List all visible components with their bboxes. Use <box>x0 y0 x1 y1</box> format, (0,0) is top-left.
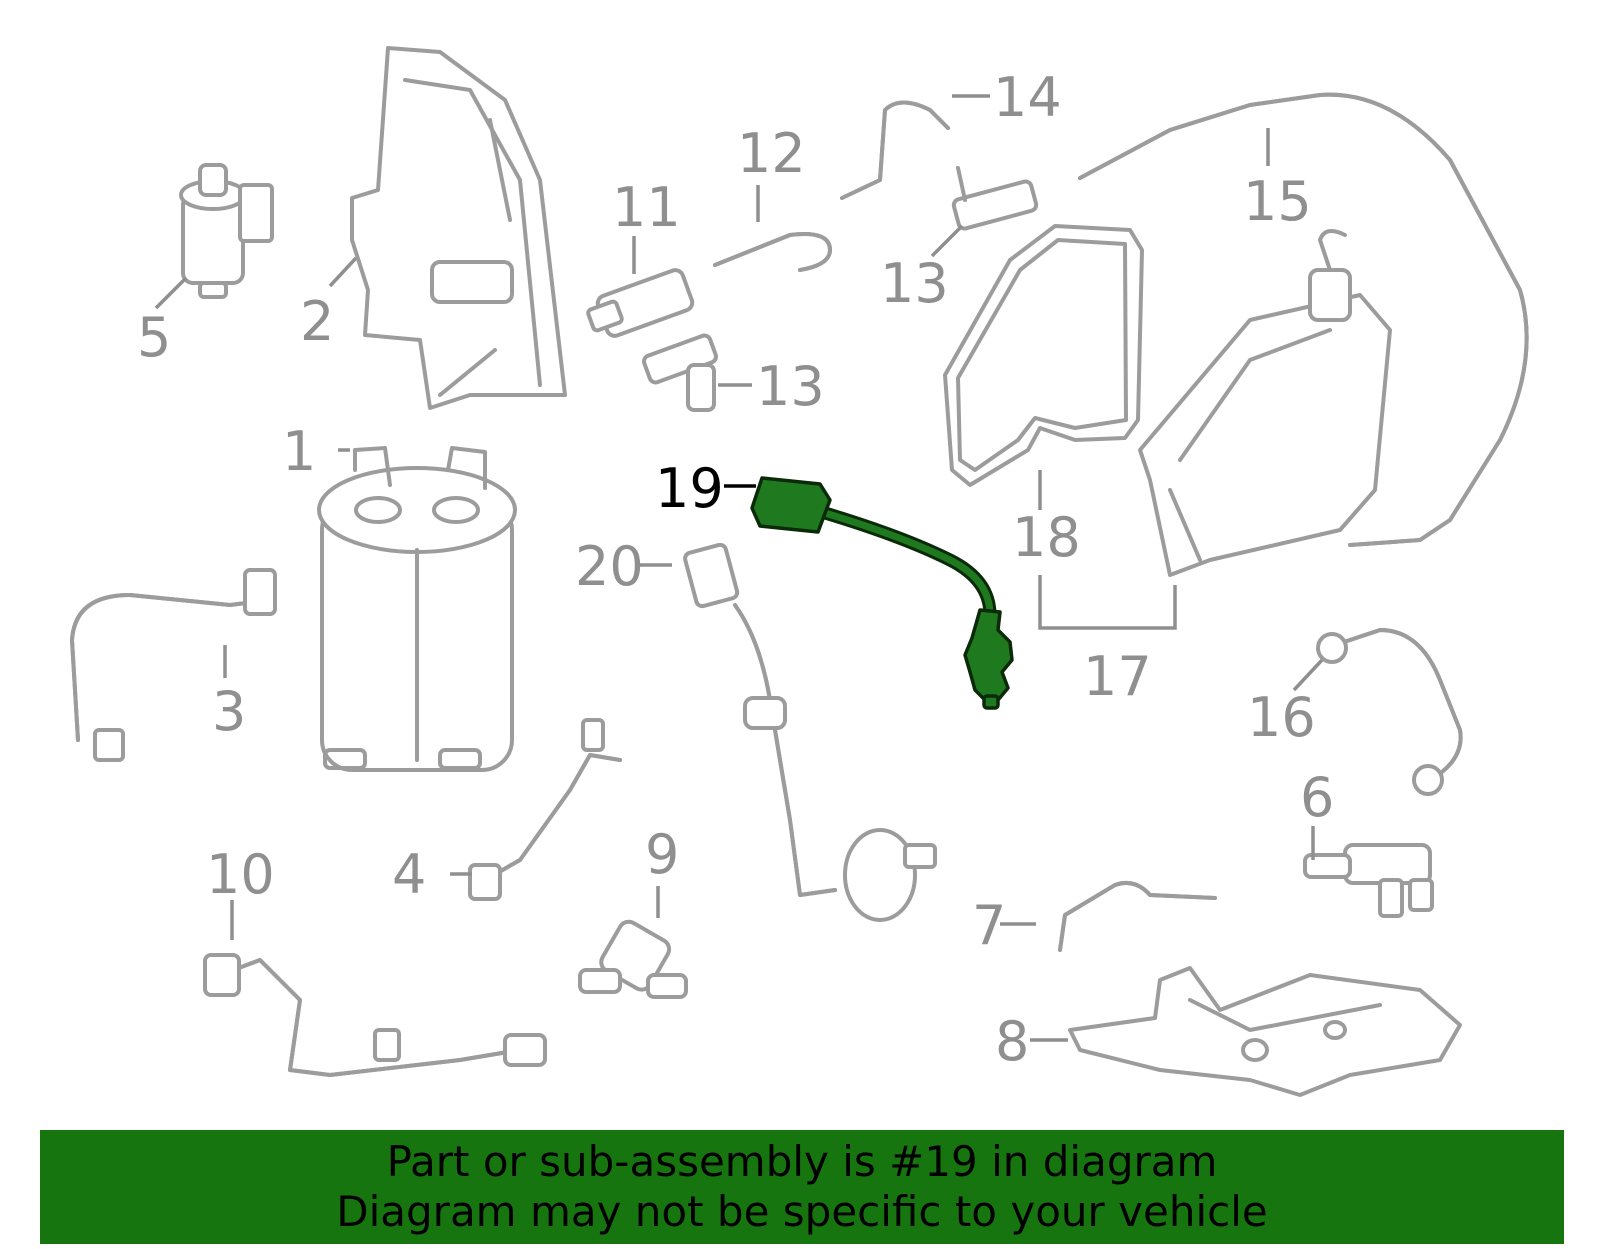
part-7-hose[interactable] <box>1058 881 1217 952</box>
part-1-canister[interactable] <box>317 446 517 772</box>
part-11-sensor[interactable] <box>586 268 695 338</box>
callout-13a[interactable]: 13 <box>880 252 949 315</box>
part-3-hose[interactable] <box>70 568 277 762</box>
part-17-reservoir[interactable] <box>1138 229 1392 577</box>
callout-12[interactable]: 12 <box>737 122 806 185</box>
callout-16[interactable]: 16 <box>1247 686 1316 749</box>
part-20-oxygen-sensor[interactable] <box>683 542 937 922</box>
callout-4[interactable]: 4 <box>392 843 426 906</box>
callout-2[interactable]: 2 <box>300 290 334 353</box>
leader-5 <box>154 276 188 310</box>
part-2-heat-shield[interactable] <box>350 46 567 410</box>
callout-1[interactable]: 1 <box>282 420 316 483</box>
part-13-sensor-lower[interactable] <box>642 333 718 412</box>
callout-5[interactable]: 5 <box>137 306 171 369</box>
callout-6[interactable]: 6 <box>1300 766 1334 829</box>
callout-10[interactable]: 10 <box>206 843 275 906</box>
callout-7[interactable]: 7 <box>972 894 1006 957</box>
callout-18[interactable]: 18 <box>1012 506 1081 569</box>
part-12-hose[interactable] <box>713 232 832 272</box>
banner-line-2: Diagram may not be specific to your vehi… <box>336 1187 1268 1236</box>
part-16-hose[interactable] <box>1316 628 1463 796</box>
part-9-valve[interactable] <box>578 918 688 999</box>
callout-15[interactable]: 15 <box>1243 170 1312 233</box>
part-15-hose[interactable] <box>1078 92 1529 547</box>
part-10-hose-assembly[interactable] <box>203 953 547 1077</box>
callout-11[interactable]: 11 <box>612 176 681 239</box>
callout-3[interactable]: 3 <box>212 680 246 743</box>
callout-13b[interactable]: 13 <box>756 355 825 418</box>
info-banner: Part or sub-assembly is #19 in diagram D… <box>40 1130 1564 1244</box>
part-4-hose[interactable] <box>468 718 622 901</box>
part-14-hose[interactable] <box>840 100 950 200</box>
banner-line-1: Part or sub-assembly is #19 in diagram <box>386 1137 1218 1186</box>
leader-2 <box>328 256 358 288</box>
leader-16 <box>1292 658 1324 692</box>
callout-17[interactable]: 17 <box>1083 645 1152 708</box>
callout-9[interactable]: 9 <box>645 823 679 886</box>
part-13-sensor-upper[interactable] <box>951 166 1039 231</box>
part-18-gasket[interactable] <box>943 224 1144 487</box>
callout-20[interactable]: 20 <box>575 535 644 598</box>
leader-17 <box>1038 575 1177 630</box>
part-5-purge-valve[interactable] <box>179 163 274 299</box>
part-6-valve[interactable] <box>1303 843 1434 918</box>
part-19-oxygen-sensor[interactable] <box>750 476 1014 710</box>
leader-13a <box>930 224 964 258</box>
part-8-bracket[interactable] <box>1068 966 1462 1097</box>
callout-14[interactable]: 14 <box>993 66 1062 129</box>
callout-19[interactable]: 19 <box>655 457 724 520</box>
callout-8[interactable]: 8 <box>995 1010 1029 1073</box>
